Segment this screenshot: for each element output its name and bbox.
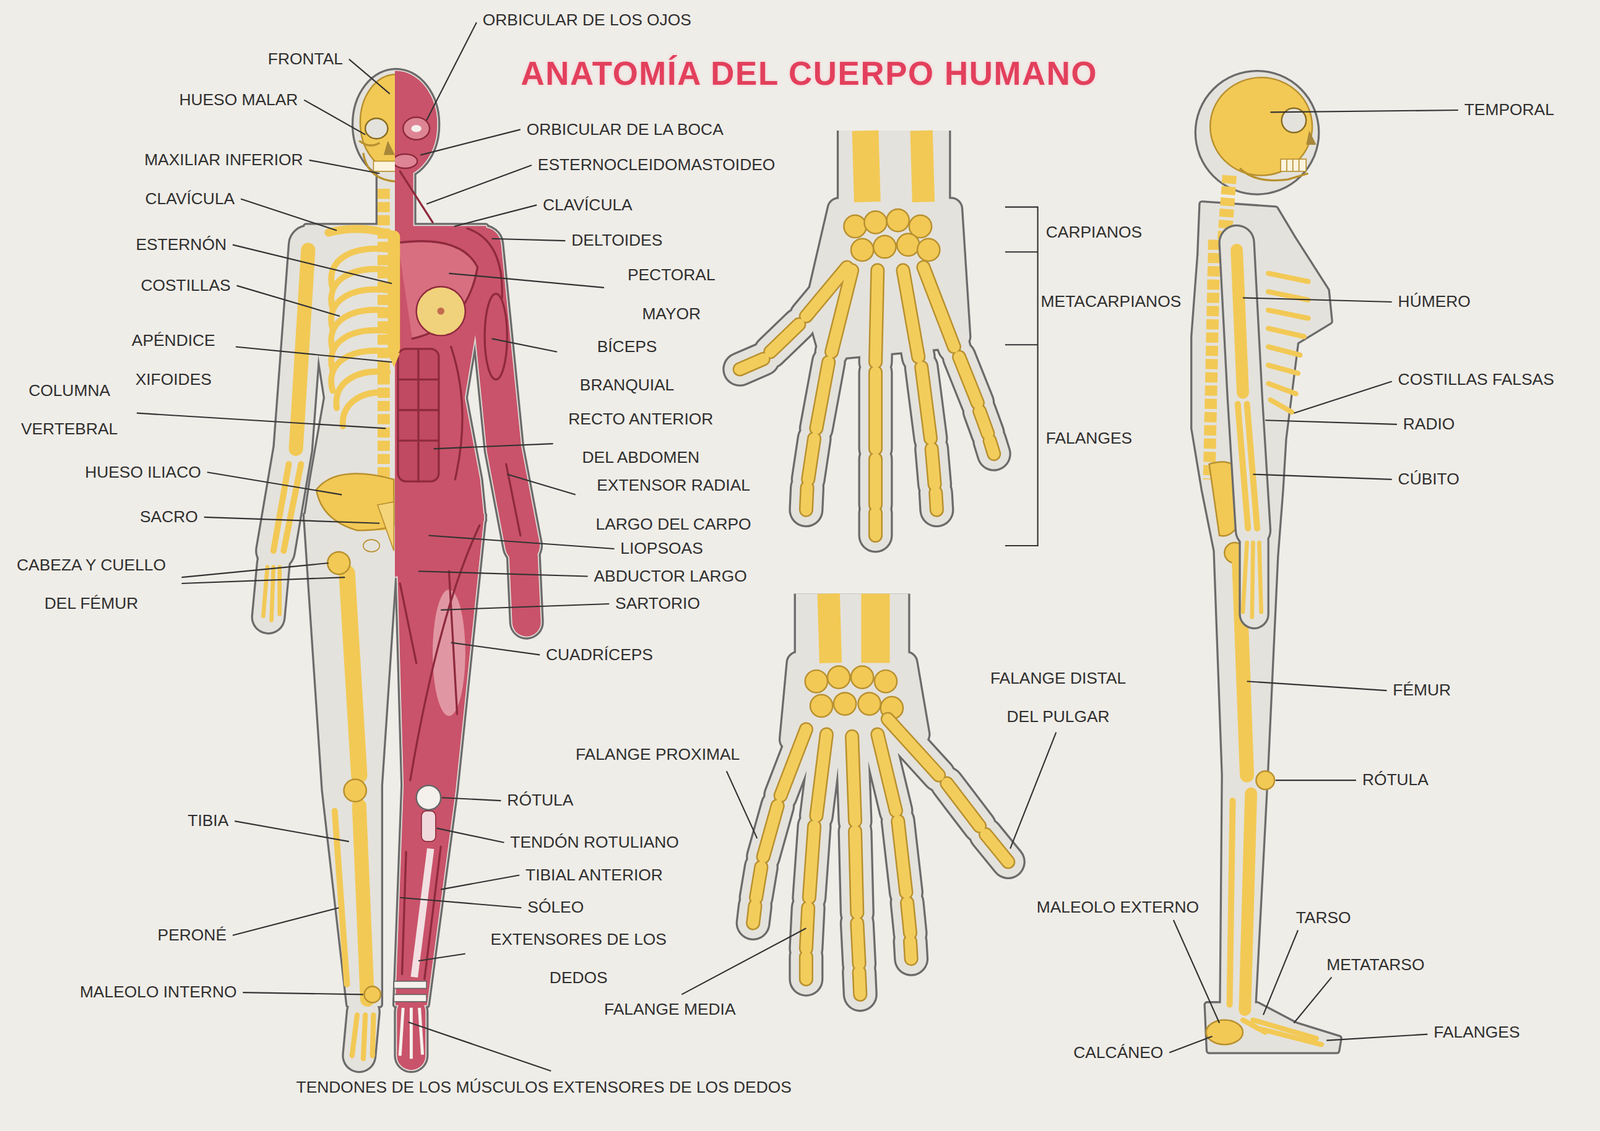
part-label: RADIO <box>1403 404 1456 444</box>
part-label: DELTOIDES <box>571 221 663 261</box>
hand-palmar <box>753 593 1009 995</box>
part-label: EXTENSORES DE LOS DEDOS <box>471 920 686 998</box>
part-label: PERONÉ <box>157 916 227 956</box>
part-label: MALEOLO EXTERNO <box>1036 888 1199 928</box>
part-label: TEMPORAL <box>1464 90 1555 130</box>
part-label: MAXILIAR INFERIOR <box>144 141 303 181</box>
part-label: TIBIA <box>187 802 229 842</box>
part-label: CUADRÍCEPS <box>545 635 653 675</box>
part-label: CARPIANOS <box>1046 213 1142 253</box>
part-label: MALEOLO INTERNO <box>79 973 238 1013</box>
part-label: RÓTULA <box>1362 761 1429 801</box>
part-label: CLAVÍCULA <box>145 179 236 219</box>
part-label: LIOPSOAS <box>620 529 703 569</box>
part-label: RECTO ANTERIOR DEL ABDOMEN <box>558 399 723 478</box>
part-label: CABEZA Y CUELLO DEL FÉMUR <box>7 545 176 624</box>
part-label: HUESO ILIACO <box>84 453 202 493</box>
part-label: FÉMUR <box>1392 671 1451 711</box>
hand-dorsal <box>739 130 995 536</box>
part-label: FALANGE DISTAL DEL PULGAR <box>981 659 1135 737</box>
part-label: TENDÓN ROTULIANO <box>510 823 679 863</box>
part-label: FALANGE MEDIA <box>604 990 736 1030</box>
part-label: CALCÁNEO <box>1073 1033 1164 1073</box>
part-label: PECTORAL MAYOR <box>610 256 733 334</box>
part-label: SACRO <box>139 498 199 538</box>
diagram-title: ANATOMÍA DEL CUERPO HUMANO <box>520 50 1098 96</box>
part-label: ABDUCTOR LARGO <box>593 557 747 597</box>
part-label: FALANGE PROXIMAL <box>575 735 740 775</box>
leader-lines <box>136 22 1459 1072</box>
part-label: COSTILLAS FALSAS <box>1398 360 1555 400</box>
part-label: HÚMERO <box>1398 282 1471 322</box>
part-label: SARTORIO <box>615 584 701 624</box>
part-label: ESTERNÓN <box>135 225 227 265</box>
part-label: COLUMNA VERTEBRAL <box>8 371 131 449</box>
part-label: ORBICULAR DE LA BOCA <box>526 110 724 150</box>
side-figure <box>1193 73 1339 1051</box>
part-label: SÓLEO <box>527 888 584 928</box>
part-label: CLAVÍCULA <box>542 185 633 225</box>
part-label: FRONTAL <box>268 39 343 79</box>
part-label: ORBICULAR DE LOS OJOS <box>482 1 692 41</box>
part-label: ESTERNOCLEIDOMASTOIDEO <box>537 146 776 186</box>
part-label: TIBIAL ANTERIOR <box>525 856 663 896</box>
part-label: TENDONES DE LOS MÚSCULOS EXTENSORES DE L… <box>296 1068 792 1108</box>
part-label: TARSO <box>1296 898 1352 938</box>
part-label: COSTILLAS <box>140 266 231 306</box>
part-label: METATARSO <box>1326 945 1425 985</box>
part-label: APÉNDICE XIFOIDES <box>117 321 230 399</box>
part-label: BÍCEPS BRANQUIAL <box>563 327 691 405</box>
part-label: FALANGES <box>1433 1013 1520 1053</box>
part-label: EXTENSOR RADIAL LARGO DEL CARPO <box>581 466 766 544</box>
part-label: RÓTULA <box>506 781 574 821</box>
part-label: METACARPIANOS <box>1041 282 1182 322</box>
part-label: FALANGES <box>1046 419 1133 459</box>
part-label: HUESO MALAR <box>178 80 298 120</box>
part-label: CÚBITO <box>1398 460 1460 500</box>
